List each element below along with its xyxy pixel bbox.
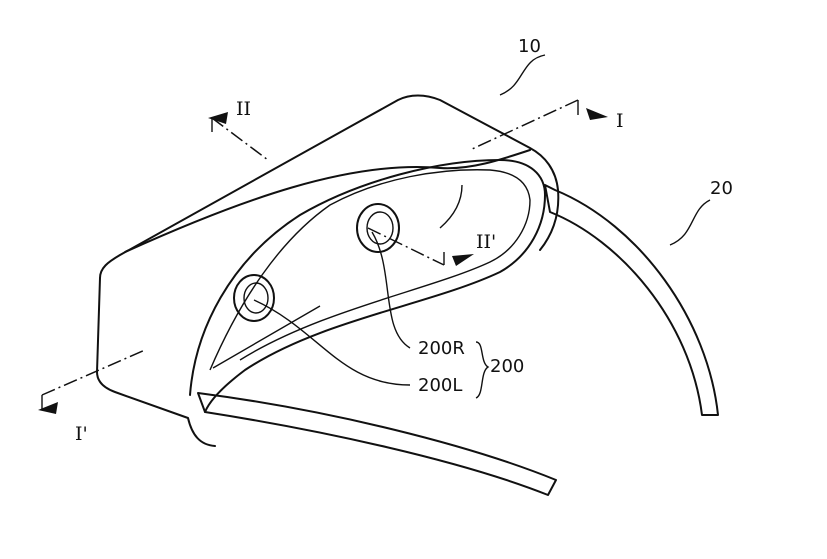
label-lens-right: 200R: [418, 338, 465, 359]
body-front-face: [96, 277, 216, 447]
label-strap: 20: [710, 178, 733, 199]
leader-10: [499, 54, 546, 96]
inner-crease: [212, 184, 463, 369]
leader-200L: [253, 299, 411, 386]
arrow-ii-prime-icon: [452, 254, 474, 266]
label-section-ii-prime: II': [476, 231, 497, 253]
section-line-i-prime: [41, 349, 146, 396]
lens-left-inner: [243, 282, 269, 314]
label-device: 10: [518, 36, 541, 57]
arrow-ii-icon: [208, 112, 228, 124]
strap-front: [197, 392, 557, 496]
lens-right-inner: [366, 211, 394, 245]
lens-right: [356, 203, 400, 253]
brace-200: [475, 341, 490, 399]
arrow-i-icon: [586, 108, 608, 120]
body-outline: [99, 94, 560, 279]
label-section-i-prime: I': [75, 423, 88, 445]
strap-side: [544, 184, 719, 416]
arrow-i-prime-icon: [38, 402, 58, 414]
label-lens-group: 200: [490, 356, 525, 377]
lens-left: [233, 274, 275, 322]
leader-20: [669, 199, 711, 246]
inner-face: [209, 169, 531, 371]
leader-200R: [371, 231, 411, 349]
section-line-ii-prime: [367, 227, 445, 266]
section-line-ii: [211, 117, 269, 161]
label-lens-left: 200L: [418, 375, 463, 396]
inner-opening: [189, 159, 546, 413]
section-line-i: [469, 99, 579, 151]
body-top-rim: [124, 149, 531, 253]
label-section-ii: II: [236, 98, 252, 120]
label-section-i: I: [616, 110, 624, 132]
